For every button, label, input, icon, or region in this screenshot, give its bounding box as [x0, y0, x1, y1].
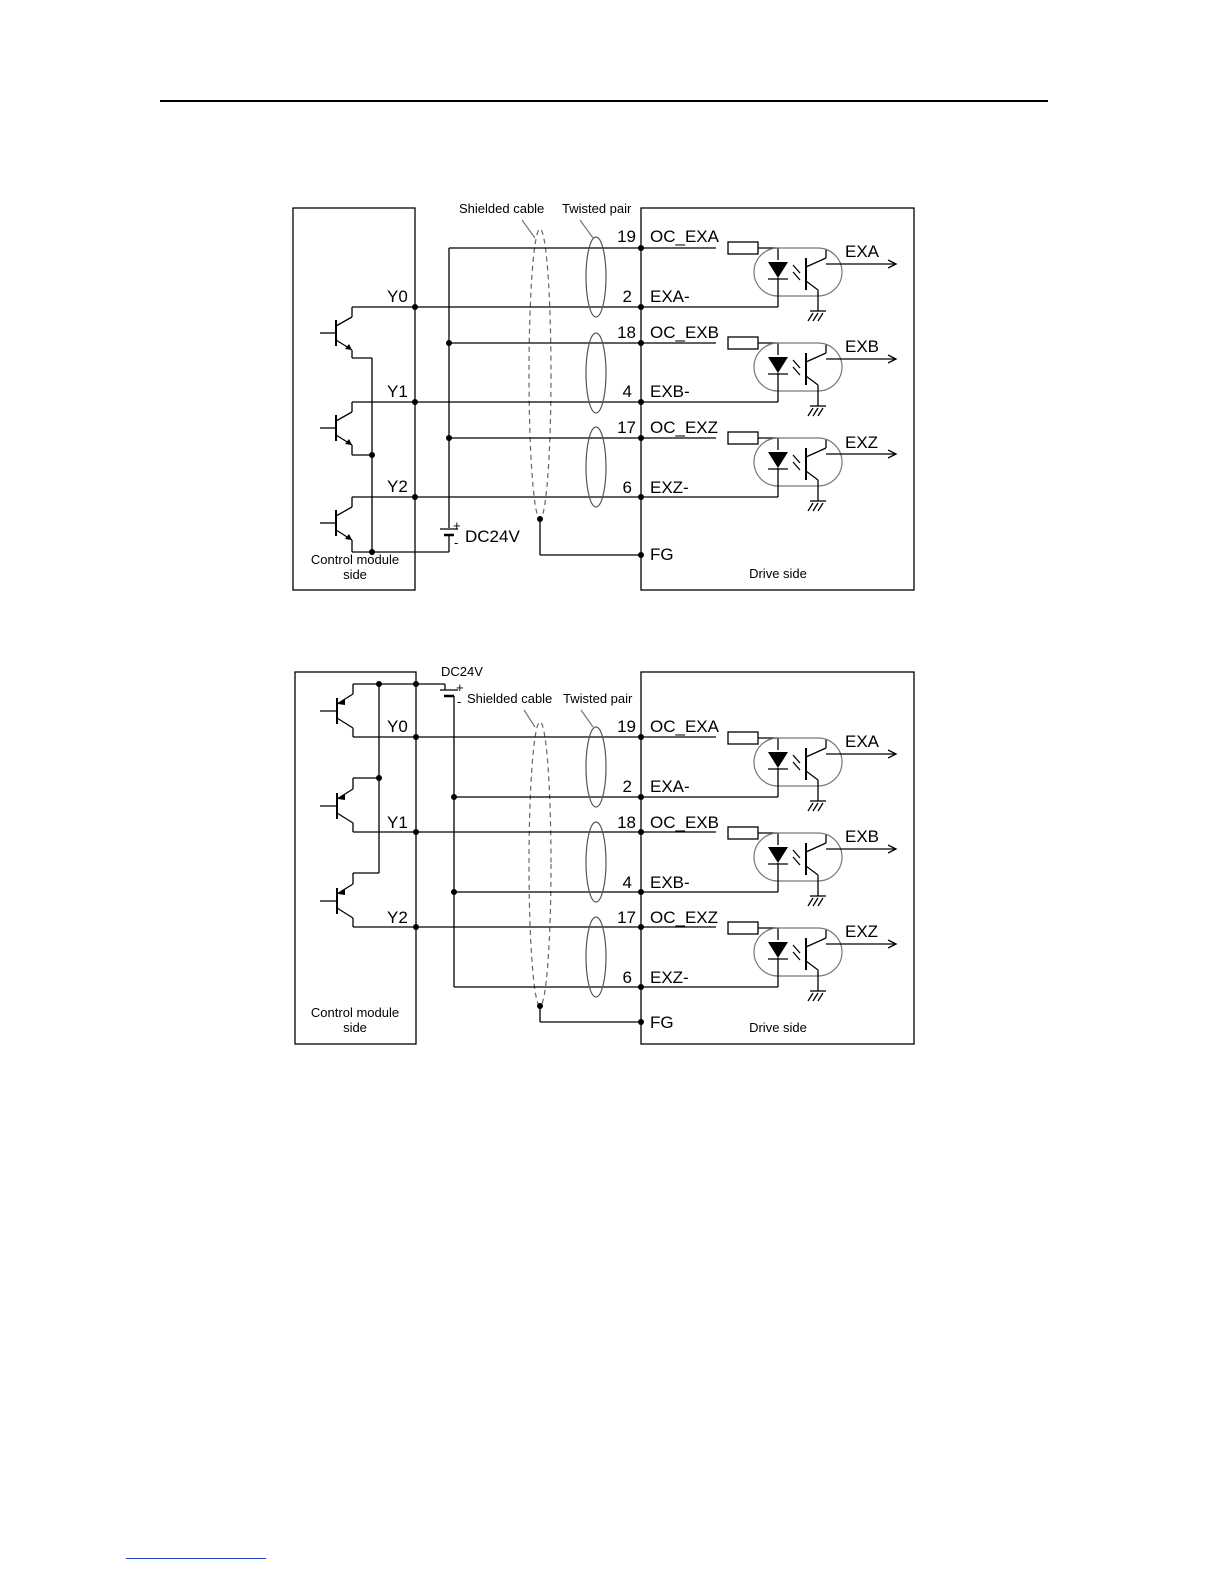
- battery-minus: -: [457, 694, 461, 709]
- resistor-icon: [728, 242, 758, 254]
- output-y2: Y2: [387, 908, 408, 927]
- dc24v-label: DC24V: [465, 527, 520, 546]
- transistor-y1: [320, 778, 379, 832]
- pin-exz-neg: 6: [623, 968, 632, 987]
- optocoupler-icon: [754, 343, 842, 406]
- transistor-y2: [320, 873, 379, 927]
- battery-minus: -: [454, 535, 458, 550]
- channel-exa: 19 OC_EXA 2 EXA- EXA: [412, 227, 896, 321]
- pin-exz-neg: 6: [623, 478, 632, 497]
- signal-exb: EXB: [845, 827, 879, 846]
- output-y1: Y1: [387, 813, 408, 832]
- twisted-pair-label: Twisted pair: [562, 201, 632, 216]
- drive-side-label: Drive side: [749, 566, 807, 581]
- shielded-cable-label: Shielded cable: [467, 691, 552, 706]
- output-y2: Y2: [387, 477, 408, 496]
- control-module-side-label: side: [343, 567, 367, 582]
- channel-exb: 18 OC_EXB 4 EXB- EXB: [353, 813, 896, 906]
- pin-oc-exz: 17: [617, 908, 636, 927]
- optocoupler-icon: [754, 248, 842, 311]
- exa-neg-label: EXA-: [650, 287, 690, 306]
- optocoupler-icon: [754, 738, 842, 801]
- ground-icon: [808, 991, 826, 1001]
- battery-plus: +: [456, 680, 464, 695]
- wiring-diagram-source: DC24V + - Shielded cable Twisted pair FG…: [0, 655, 1224, 1065]
- exb-neg-label: EXB-: [650, 873, 690, 892]
- dc24v-label: DC24V: [441, 664, 483, 679]
- signal-exz: EXZ: [845, 433, 878, 452]
- ground-icon: [808, 896, 826, 906]
- transistor-y1: [320, 402, 415, 458]
- twisted-pair-label: Twisted pair: [563, 691, 633, 706]
- resistor-icon: [728, 922, 758, 934]
- ground-icon: [808, 801, 826, 811]
- output-y0: Y0: [387, 717, 408, 736]
- wiring-diagram-sink: + - DC24V Shielded cable Twisted pair FG…: [0, 190, 1224, 610]
- oc-exa-label: OC_EXA: [650, 717, 720, 736]
- pin-oc-exz: 17: [617, 418, 636, 437]
- signal-exb: EXB: [845, 337, 879, 356]
- output-y0: Y0: [387, 287, 408, 306]
- exz-neg-label: EXZ-: [650, 968, 689, 987]
- exb-neg-label: EXB-: [650, 382, 690, 401]
- footer-rule: [126, 1558, 266, 1559]
- exz-neg-label: EXZ-: [650, 478, 689, 497]
- exa-neg-label: EXA-: [650, 777, 690, 796]
- dc24v-battery-icon: [440, 684, 458, 987]
- resistor-icon: [728, 337, 758, 349]
- resistor-icon: [728, 827, 758, 839]
- drive-side-label: Drive side: [749, 1020, 807, 1035]
- transistor-y0: [320, 684, 353, 737]
- channel-exa: 19 OC_EXA 2 EXA- EXA: [353, 717, 896, 811]
- pin-oc-exa: 19: [617, 227, 636, 246]
- pin-exa-neg: 2: [623, 777, 632, 796]
- channel-exz: 17 OC_EXZ 6 EXZ- EXZ: [412, 418, 896, 511]
- shielded-cable-ellipse: [529, 722, 551, 1006]
- optocoupler-icon: [754, 438, 842, 501]
- oc-exz-label: OC_EXZ: [650, 418, 718, 437]
- pin-exb-neg: 4: [623, 382, 632, 401]
- oc-exb-label: OC_EXB: [650, 813, 719, 832]
- control-module-label: Control module: [311, 552, 399, 567]
- channel-exb: 18 OC_EXB 4 EXB- EXB: [412, 323, 896, 416]
- resistor-icon: [728, 432, 758, 444]
- oc-exa-label: OC_EXA: [650, 227, 720, 246]
- ground-icon: [808, 406, 826, 416]
- resistor-icon: [728, 732, 758, 744]
- shielded-cable-ellipse: [529, 229, 551, 519]
- transistor-y2: [320, 497, 415, 552]
- fg-label: FG: [650, 1013, 674, 1032]
- oc-exz-label: OC_EXZ: [650, 908, 718, 927]
- pin-oc-exb: 18: [617, 323, 636, 342]
- channel-exz: 17 OC_EXZ 6 EXZ- EXZ: [353, 908, 896, 1001]
- transistor-y0: [320, 307, 415, 358]
- pin-oc-exa: 19: [617, 717, 636, 736]
- control-module-label: Control module: [311, 1005, 399, 1020]
- signal-exz: EXZ: [845, 922, 878, 941]
- fg-label: FG: [650, 545, 674, 564]
- ground-icon: [808, 311, 826, 321]
- oc-exb-label: OC_EXB: [650, 323, 719, 342]
- output-y1: Y1: [387, 382, 408, 401]
- pin-exb-neg: 4: [623, 873, 632, 892]
- pin-oc-exb: 18: [617, 813, 636, 832]
- ground-icon: [808, 501, 826, 511]
- battery-plus: +: [453, 518, 461, 533]
- signal-exa: EXA: [845, 242, 880, 261]
- optocoupler-icon: [754, 928, 842, 991]
- shielded-cable-label: Shielded cable: [459, 201, 544, 216]
- signal-exa: EXA: [845, 732, 880, 751]
- header-rule: [160, 100, 1048, 102]
- pin-exa-neg: 2: [623, 287, 632, 306]
- optocoupler-icon: [754, 833, 842, 896]
- control-module-side-label: side: [343, 1020, 367, 1035]
